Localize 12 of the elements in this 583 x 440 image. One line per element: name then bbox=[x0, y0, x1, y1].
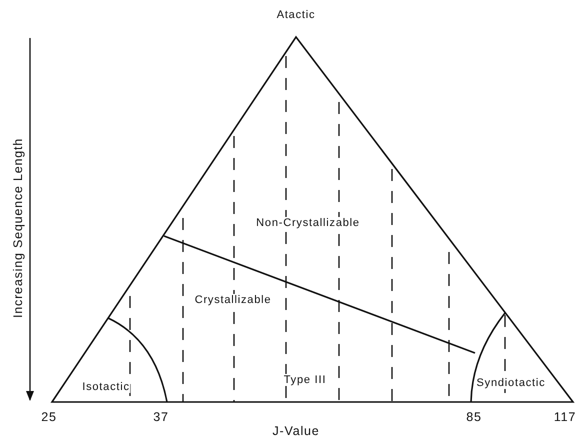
axis-label: J-Value bbox=[272, 424, 320, 438]
region-label: Atactic bbox=[276, 9, 316, 21]
axis-label: Increasing Sequence Length bbox=[11, 138, 25, 318]
region-label: Non-Crystallizable bbox=[256, 217, 360, 229]
tick-label: 85 bbox=[466, 410, 482, 424]
region-label: Type III bbox=[284, 374, 326, 386]
tick-label: 37 bbox=[153, 410, 169, 424]
region-label: Isotactic bbox=[82, 381, 130, 393]
region-label: Syndiotactic bbox=[476, 377, 546, 389]
tick-label: 117 bbox=[554, 410, 576, 424]
region-label: Crystallizable bbox=[194, 294, 272, 306]
tick-label: 25 bbox=[41, 410, 57, 424]
